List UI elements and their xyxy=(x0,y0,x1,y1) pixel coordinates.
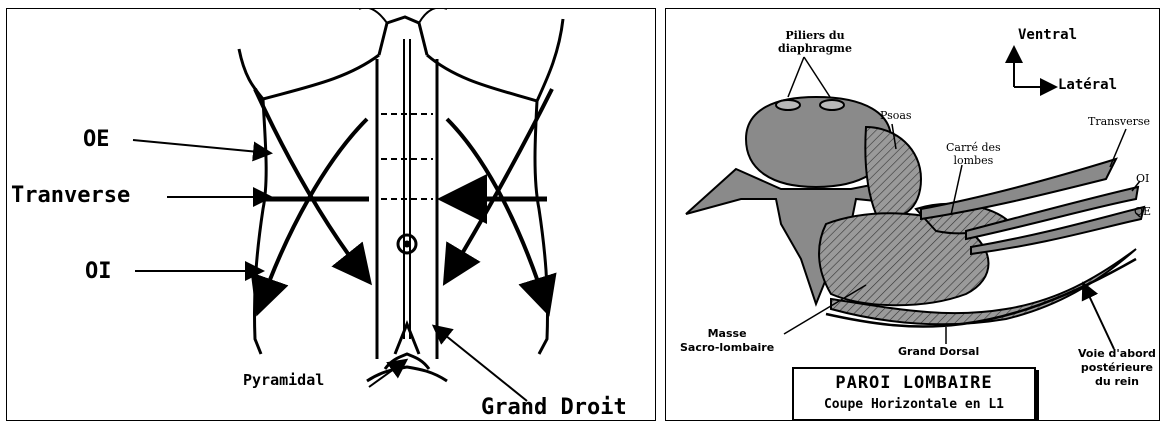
label-voie-line1: Voie d'abord xyxy=(1078,347,1156,361)
label-lateral: Latéral xyxy=(1058,77,1117,93)
label-voie-abord: Voie d'abord postérieure du rein xyxy=(1078,347,1156,389)
lumbar-wall-section-diagram: PAROI LOMBAIRE Coupe Horizontale en L1 V… xyxy=(665,8,1160,421)
abdominal-wall-drawing xyxy=(7,9,656,421)
torso-outline xyxy=(239,9,563,354)
pyramidal-muscle xyxy=(367,324,447,381)
label-tranverse: Tranverse xyxy=(11,183,130,208)
label-pyramidal: Pyramidal xyxy=(243,371,324,389)
label-carre-line2: lombes xyxy=(946,154,1001,167)
label-oi: OI xyxy=(85,259,112,284)
abdominal-wall-diagram: OE Tranverse OI Pyramidal Grand Droit xyxy=(6,8,656,421)
label-piliers: Piliers du diaphragme xyxy=(778,29,852,55)
label-piliers-line1: Piliers du xyxy=(778,29,852,42)
label-grand-droit: Grand Droit xyxy=(481,395,627,420)
label-carre-line1: Carré des xyxy=(946,141,1001,154)
label-oe: OE xyxy=(83,127,110,152)
orientation-arrows xyxy=(1014,49,1054,87)
title-text: PAROI LOMBAIRE xyxy=(794,373,1034,393)
label-transverse-right: Transverse xyxy=(1088,115,1150,128)
subtitle-text: Coupe Horizontale en L1 xyxy=(794,397,1034,412)
label-oi-right: OI xyxy=(1136,172,1149,185)
oblique-fibres-left xyxy=(255,89,369,309)
label-masse-line2: Sacro-lombaire xyxy=(680,341,774,355)
label-oe-right: OE xyxy=(1134,205,1151,218)
label-masse: Masse Sacro-lombaire xyxy=(680,327,774,355)
label-grand-dorsal: Grand Dorsal xyxy=(898,345,979,358)
label-psoas: Psoas xyxy=(880,109,912,122)
label-masse-line1: Masse xyxy=(680,327,774,341)
label-piliers-line2: diaphragme xyxy=(778,42,852,55)
label-carre: Carré des lombes xyxy=(946,141,1001,167)
title-box: PAROI LOMBAIRE Coupe Horizontale en L1 xyxy=(792,367,1036,421)
psoas-muscle xyxy=(865,127,921,217)
label-ventral: Ventral xyxy=(1018,27,1077,43)
leader-lines-left xyxy=(133,140,527,401)
label-voie-line3: du rein xyxy=(1078,375,1156,389)
label-voie-line2: postérieure xyxy=(1078,361,1156,375)
rectus-abdominis xyxy=(377,39,437,359)
oblique-fibres-right xyxy=(447,89,552,309)
